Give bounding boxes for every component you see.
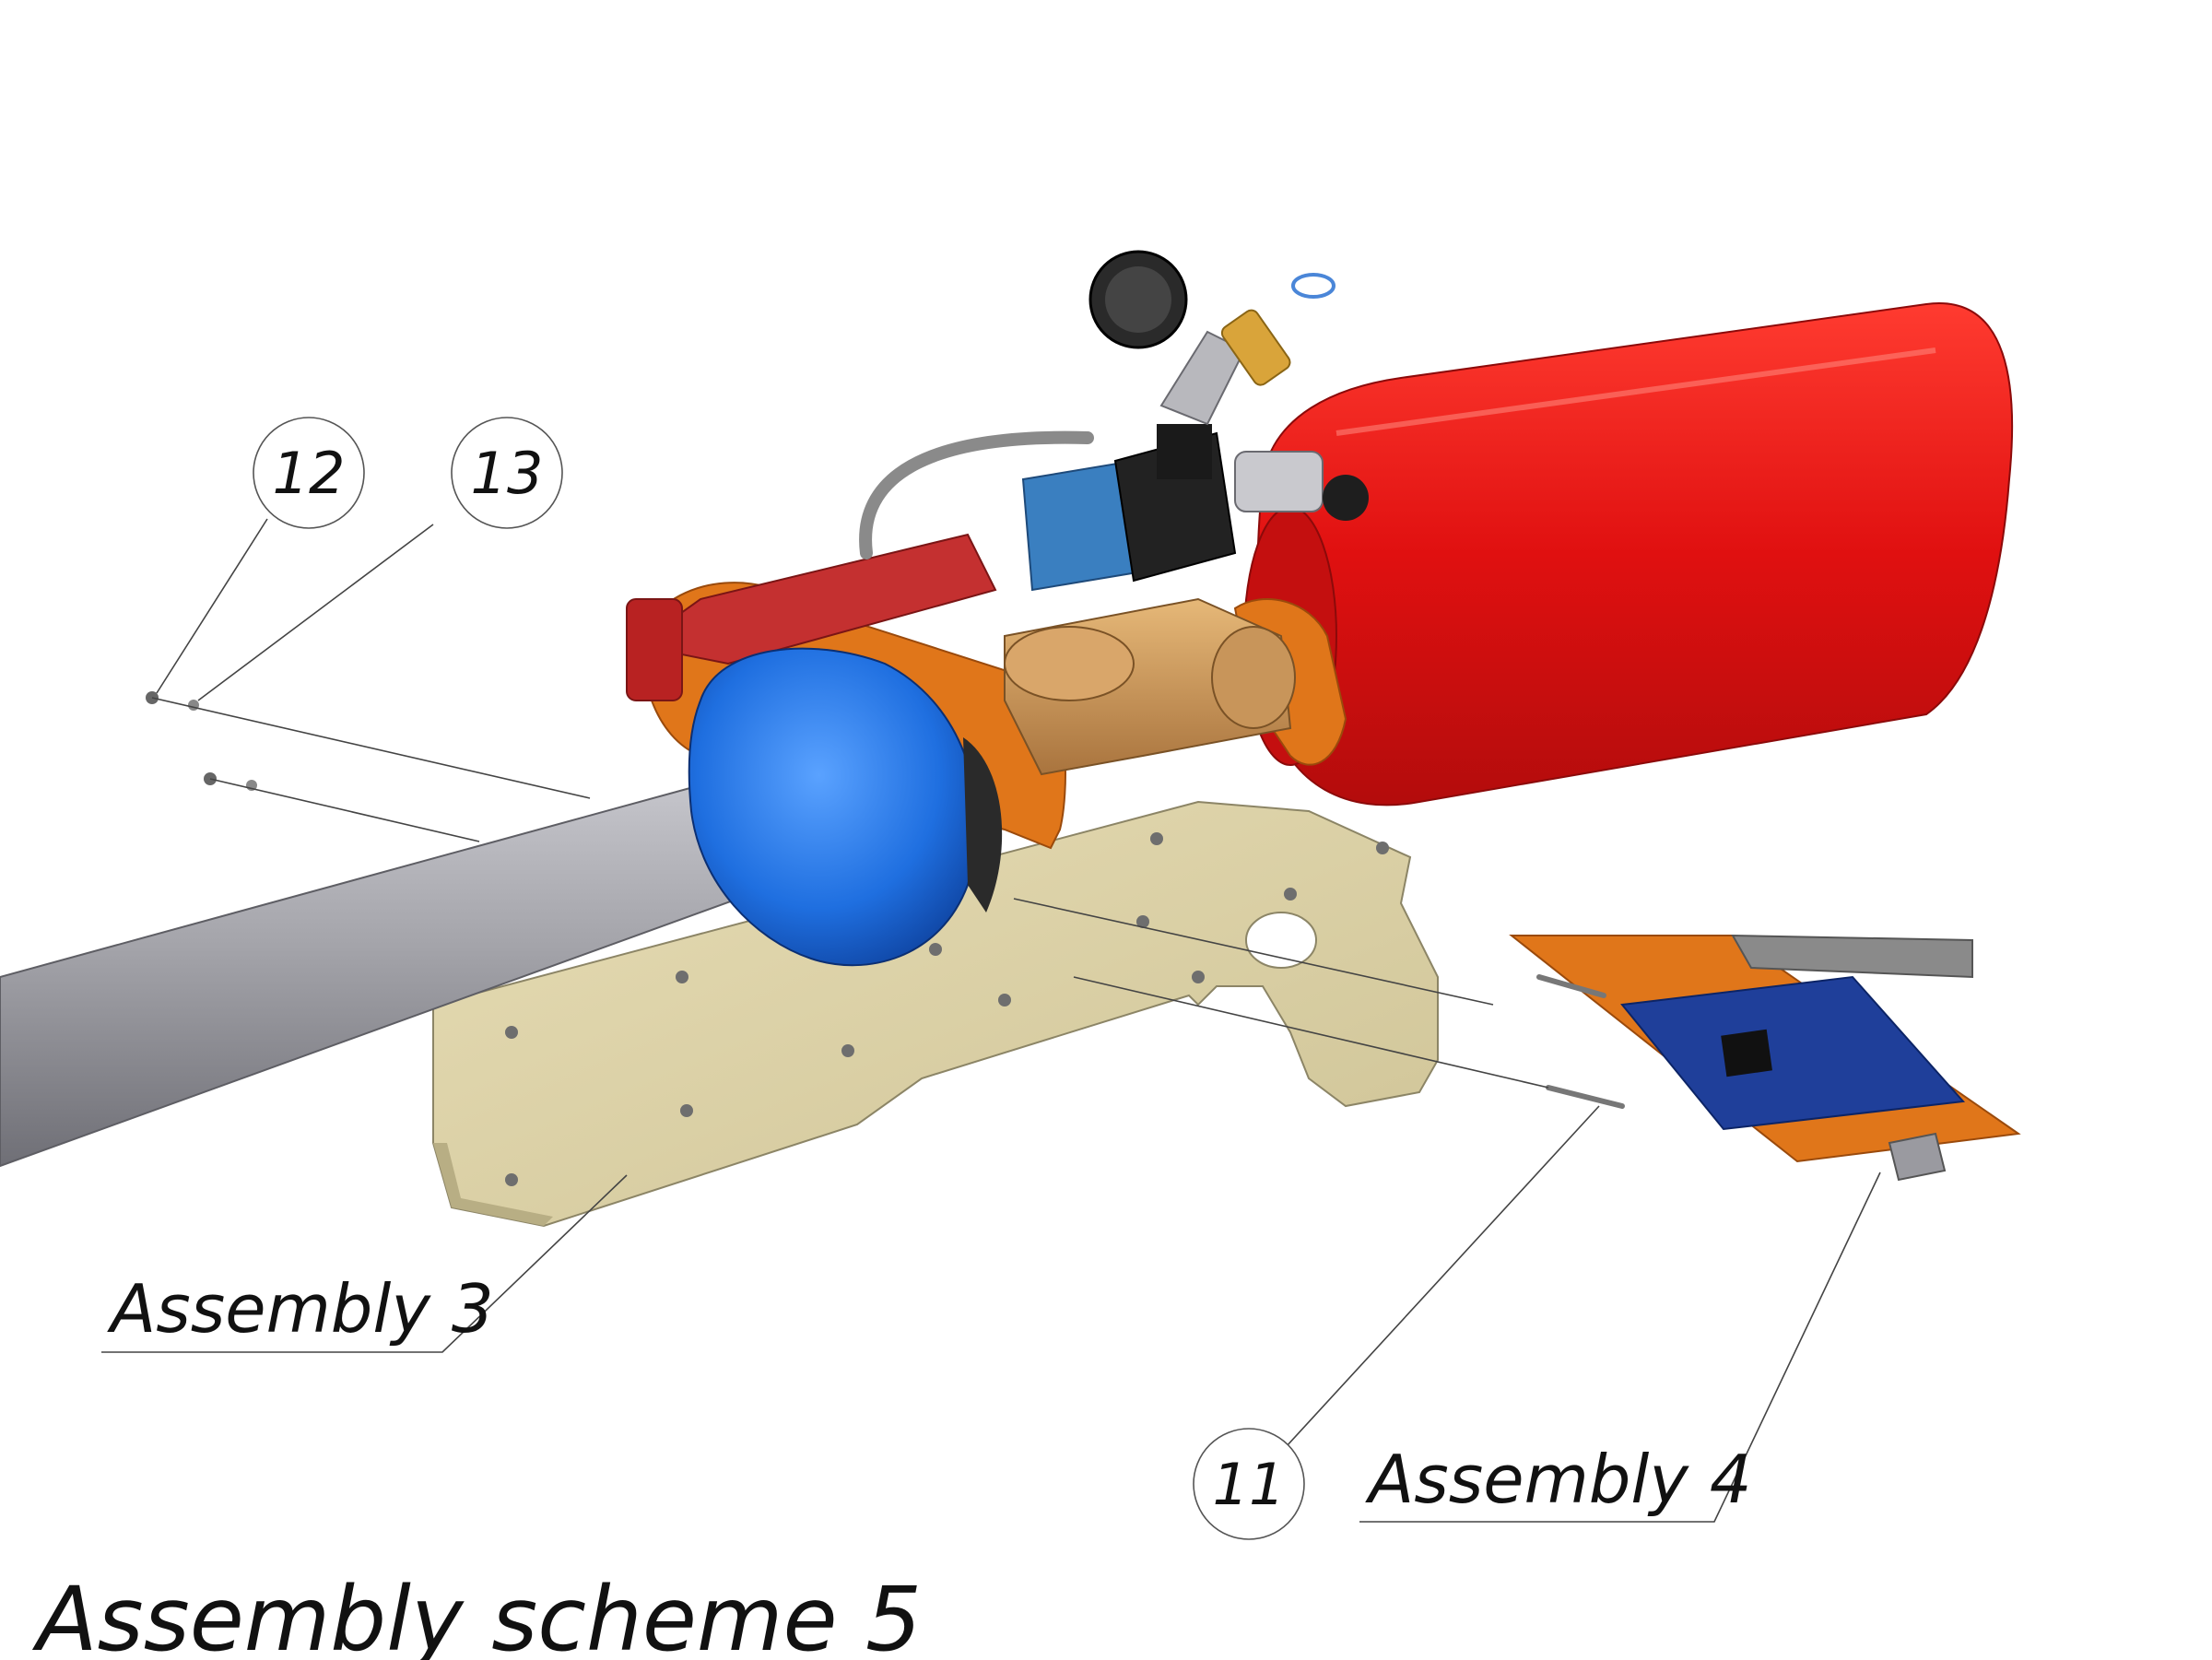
assembly-4-label: Assembly 4 [1365,1441,1752,1518]
svg-text:11: 11 [1213,1451,1286,1518]
blue-coupling [688,647,1003,967]
assembly-3-label: Assembly 3 [107,1270,494,1348]
solenoid-valve [859,424,1237,592]
callout-12: 12 [253,417,365,529]
svg-text:13: 13 [471,440,544,507]
panel-frame [432,800,1439,1228]
red-motor [626,533,997,701]
page-title: Assembly scheme 5 [31,1568,922,1660]
assembly-axes [151,697,1549,1089]
pressure-gauge [1088,250,1369,521]
electronics-assembly [1509,934,2021,1182]
fasteners [146,691,257,791]
brass-valve [1004,597,1296,776]
callout-13: 13 [451,417,563,529]
svg-text:12: 12 [273,440,346,507]
leader-lines [101,518,1881,1523]
callout-11: 11 [1193,1428,1305,1540]
red-cylinder [1243,302,2014,806]
